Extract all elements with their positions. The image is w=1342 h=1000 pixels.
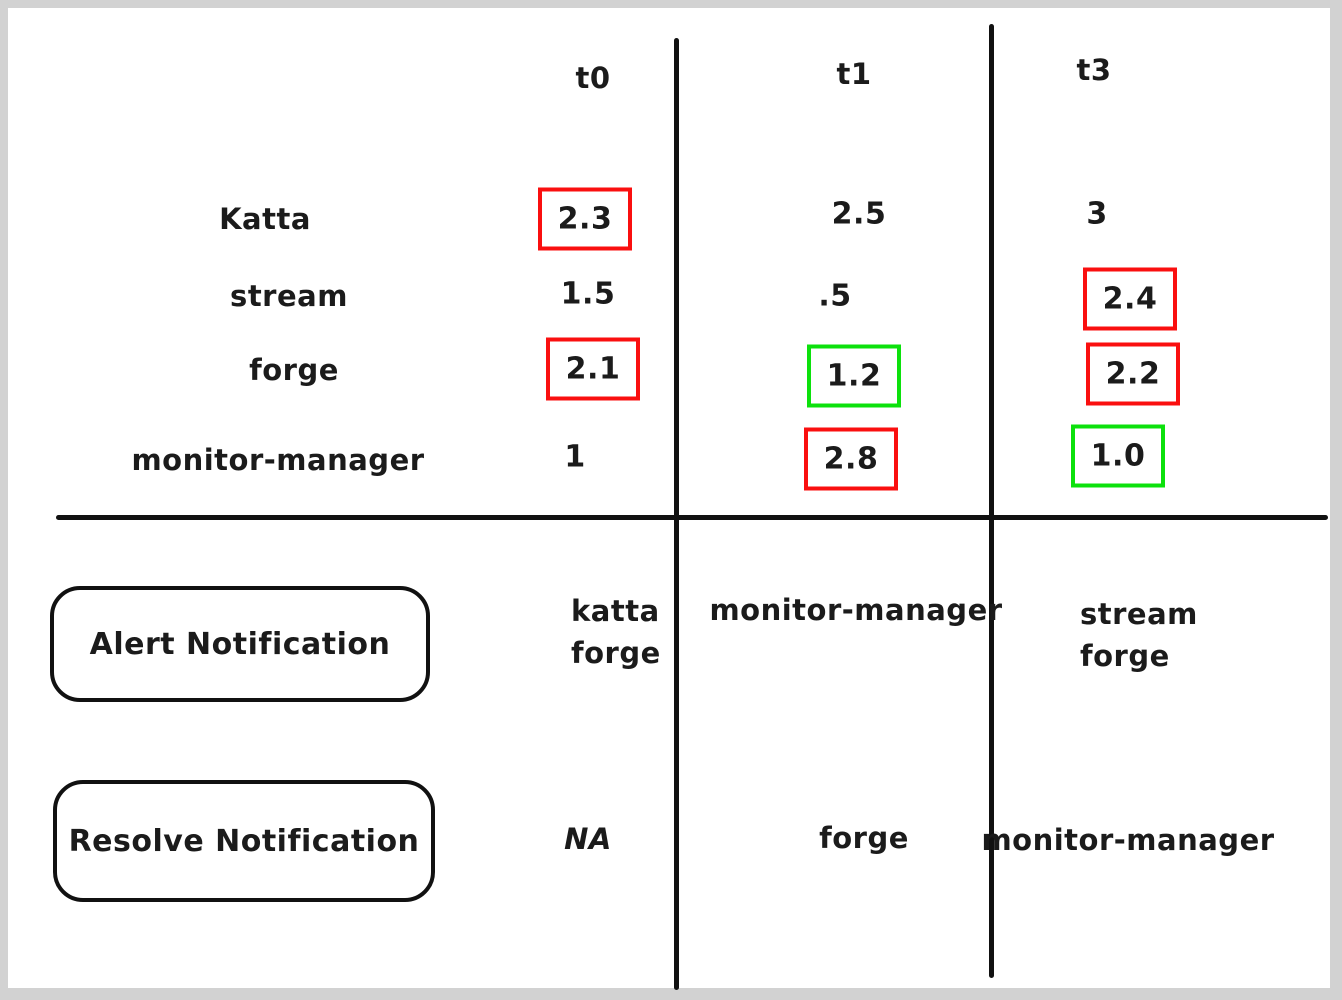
- cell-katta-t3: 3: [1086, 196, 1108, 232]
- cell-katta-t1: 2.5: [831, 196, 887, 232]
- col-header-t1: t1: [836, 57, 872, 91]
- cell-stream-t0: 1.5: [560, 276, 616, 312]
- resolve-cell-t1-line: forge: [819, 821, 909, 855]
- cell-forge-t3-highlight-box: 2.2: [1086, 342, 1180, 406]
- cell-katta-t0: 2.3: [557, 201, 613, 237]
- alert-cell-t1: monitor-manager: [709, 589, 1002, 631]
- alert-cell-t3-line: forge: [1080, 639, 1170, 673]
- cell-forge-t0-highlight-box: 2.1: [546, 337, 640, 401]
- cell-stream-t1: .5: [818, 278, 852, 314]
- alert-notification-label: Alert Notification: [89, 626, 391, 662]
- row-label-katta: Katta: [219, 202, 311, 236]
- alert-cell-t3: stream forge: [1080, 593, 1198, 677]
- cell-forge-t1: 1.2: [826, 358, 882, 394]
- cell-forge-t0: 2.1: [565, 351, 621, 387]
- resolve-cell-t0: NA: [564, 818, 612, 860]
- cell-monitor-manager-t3-highlight-box: 1.0: [1071, 424, 1165, 488]
- cell-stream-t3-highlight-box: 2.4: [1083, 267, 1177, 331]
- row-label-forge: forge: [249, 353, 339, 387]
- row-label-stream: stream: [230, 279, 348, 313]
- resolve-cell-t1: forge: [819, 817, 909, 859]
- horizontal-divider: [56, 515, 1328, 520]
- cell-monitor-manager-t1-highlight-box: 2.8: [804, 427, 898, 491]
- resolve-cell-t3: monitor-manager: [981, 819, 1274, 861]
- row-label-monitor-manager: monitor-manager: [131, 443, 425, 477]
- alert-cell-t0-line: katta: [571, 594, 660, 628]
- resolve-notification-label: Resolve Notification: [68, 823, 420, 859]
- resolve-cell-t0-line: NA: [564, 822, 612, 856]
- cell-forge-t3: 2.2: [1105, 356, 1161, 392]
- resolve-notification-box: Resolve Notification: [53, 780, 435, 902]
- cell-forge-t1-highlight-box: 1.2: [807, 344, 901, 408]
- col-header-t0: t0: [575, 61, 611, 95]
- alert-cell-t1-line: monitor-manager: [709, 593, 1003, 627]
- alert-notification-box: Alert Notification: [50, 586, 430, 702]
- vertical-divider-2: [989, 24, 994, 978]
- alert-cell-t0: katta forge: [571, 590, 661, 674]
- alert-cell-t3-line: stream: [1080, 597, 1198, 631]
- resolve-cell-t3-line: monitor-manager: [981, 823, 1275, 857]
- cell-stream-t3: 2.4: [1102, 281, 1158, 317]
- alert-cell-t0-line: forge: [571, 636, 661, 670]
- cell-monitor-manager-t1: 2.8: [823, 441, 879, 477]
- cell-monitor-manager-t0: 1: [564, 439, 586, 475]
- vertical-divider-1: [674, 38, 679, 990]
- whiteboard-canvas: Alert Notification Resolve Notification …: [8, 8, 1330, 990]
- cell-monitor-manager-t3: 1.0: [1090, 438, 1146, 474]
- cell-katta-t0-highlight-box: 2.3: [538, 187, 632, 251]
- col-header-t3: t3: [1076, 53, 1112, 87]
